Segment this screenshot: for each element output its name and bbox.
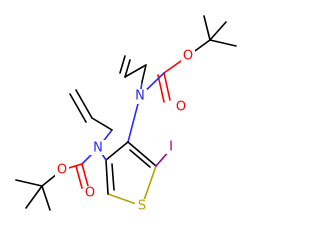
o-lower-ester-label: O: [57, 163, 67, 178]
bond-carbonyl-upper-b: [157, 74, 165, 103]
atom-o-upper-ester: O: [181, 49, 195, 64]
iodine-label: I: [169, 140, 173, 155]
bond-tbu-lower-1: [15, 179, 43, 187]
bond-carbonyl-upper-a: [163, 72, 171, 101]
bond-tbu-lower-2: [25, 185, 43, 209]
bond-tbu-upper-3: [203, 15, 211, 41]
bond-ring-c4-c3: [105, 141, 129, 161]
bond-allyl-upper-2: [124, 64, 147, 78]
bond-tbu-upper-2: [209, 39, 237, 47]
atom-iodine: I: [166, 140, 176, 155]
bond-tbu-lower-3: [41, 185, 51, 211]
bonds: [15, 15, 237, 211]
sulfur-label: S: [138, 199, 146, 214]
bond-ring-c3-c2: [127, 141, 157, 167]
atom-labels: N O O N O O S I: [55, 49, 195, 214]
atom-o-lower-carbonyl: O: [83, 186, 97, 201]
bond-allyl-lower-1: [91, 117, 113, 131]
n-lower-label: N: [93, 141, 103, 156]
bond-carbonyl-lower-b: [75, 165, 83, 189]
atom-n-upper: N: [132, 89, 147, 104]
atom-sulfur: S: [135, 199, 149, 214]
o-lower-carbonyl-label: O: [85, 186, 95, 201]
atom-n-lower: N: [90, 140, 105, 156]
bond-ring-c3-c2-inner: [129, 149, 151, 168]
bond-ring-c5-c4-inner: [111, 163, 115, 191]
atom-o-upper-carbonyl: O: [174, 100, 188, 115]
bond-ring-c5-c4: [105, 159, 109, 195]
chemical-structure: N O O N O O S I: [15, 15, 237, 214]
atom-o-lower-ester: O: [55, 163, 69, 178]
bond-allyl-upper-3a: [124, 59, 131, 78]
bond-allyl-upper-3b: [119, 55, 126, 74]
bond-allyl-lower-2a: [75, 89, 93, 119]
n-upper-label: N: [135, 89, 145, 104]
bond-tbu-upper-1: [209, 21, 227, 41]
o-upper-ester-label: O: [183, 49, 193, 64]
bond-allyl-upper-1: [141, 64, 147, 83]
o-upper-carbonyl-label: O: [176, 100, 186, 115]
bond-allyl-lower-2b: [69, 93, 87, 123]
bond-carbonyl-lower-a: [81, 163, 89, 187]
